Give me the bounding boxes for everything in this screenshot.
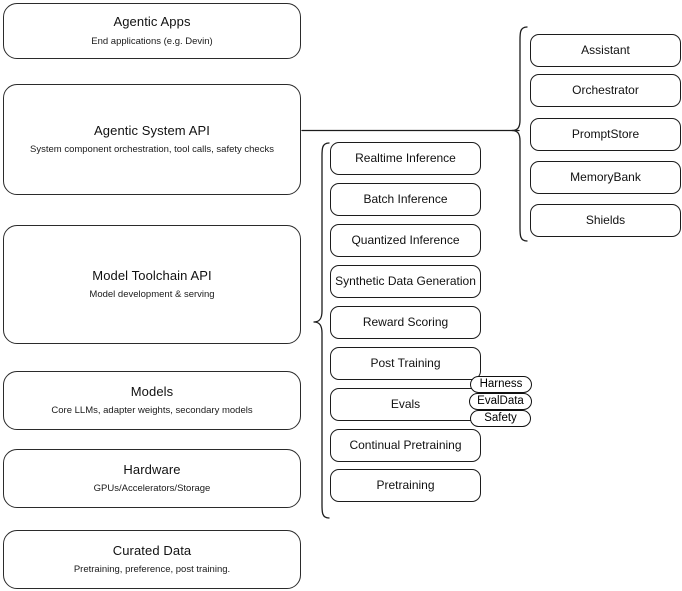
layer-title: Hardware <box>123 461 181 477</box>
component-card-shields[interactable]: Shields <box>530 204 681 237</box>
capability-label: Evals <box>390 397 421 411</box>
component-label: Assistant <box>581 43 630 57</box>
component-card-memorybank[interactable]: MemoryBank <box>530 161 681 194</box>
layer-card-hardware[interactable]: Hardware GPUs/Accelerators/Storage <box>3 449 301 508</box>
layer-card-agentic-system-api[interactable]: Agentic System API System component orch… <box>3 84 301 195</box>
layer-subtitle: Core LLMs, adapter weights, secondary mo… <box>51 405 253 417</box>
eval-chip-label: EvalData <box>477 395 524 408</box>
capability-card-quantized-inference[interactable]: Quantized Inference <box>330 224 481 257</box>
capability-label: Synthetic Data Generation <box>335 274 476 288</box>
capability-card-evals[interactable]: Evals <box>330 388 481 421</box>
capability-label: Continual Pretraining <box>349 438 462 452</box>
component-label: Orchestrator <box>572 83 639 97</box>
capability-label: Batch Inference <box>363 192 448 206</box>
layer-card-agentic-apps[interactable]: Agentic Apps End applications (e.g. Devi… <box>3 3 301 59</box>
eval-chip-label: Harness <box>479 378 523 391</box>
capability-card-pretraining[interactable]: Pretraining <box>330 469 481 502</box>
capability-card-reward-scoring[interactable]: Reward Scoring <box>330 306 481 339</box>
component-card-assistant[interactable]: Assistant <box>530 34 681 67</box>
layer-title: Curated Data <box>112 542 192 558</box>
capability-label: Realtime Inference <box>355 151 456 165</box>
layer-title: Model Toolchain API <box>92 267 212 283</box>
eval-chip-label: Safety <box>484 412 517 425</box>
capability-card-continual-pretraining[interactable]: Continual Pretraining <box>330 429 481 462</box>
capability-label: Pretraining <box>376 478 435 492</box>
layer-subtitle: Model development & serving <box>89 289 215 301</box>
layer-title: Models <box>130 383 174 399</box>
layer-subtitle: End applications (e.g. Devin) <box>91 35 213 47</box>
capability-card-synthetic-data-generation[interactable]: Synthetic Data Generation <box>330 265 481 298</box>
component-card-orchestrator[interactable]: Orchestrator <box>530 74 681 107</box>
eval-chip-safety[interactable]: Safety <box>470 410 531 427</box>
capability-label: Post Training <box>370 356 441 370</box>
capability-card-realtime-inference[interactable]: Realtime Inference <box>330 142 481 175</box>
component-label: Shields <box>585 213 626 227</box>
layer-subtitle: Pretraining, preference, post training. <box>73 564 231 576</box>
brace-right-group <box>511 26 528 242</box>
component-label: PromptStore <box>571 127 640 141</box>
layer-card-models[interactable]: Models Core LLMs, adapter weights, secon… <box>3 371 301 430</box>
capability-card-post-training[interactable]: Post Training <box>330 347 481 380</box>
layer-title: Agentic System API <box>94 122 210 138</box>
layer-card-curated-data[interactable]: Curated Data Pretraining, preference, po… <box>3 530 301 589</box>
brace-middle-group <box>313 142 330 519</box>
component-card-promptstore[interactable]: PromptStore <box>530 118 681 151</box>
layer-subtitle: GPUs/Accelerators/Storage <box>93 483 211 495</box>
eval-chip-evaldata[interactable]: EvalData <box>469 393 532 410</box>
layer-subtitle: System component orchestration, tool cal… <box>30 144 274 156</box>
capability-card-batch-inference[interactable]: Batch Inference <box>330 183 481 216</box>
capability-label: Reward Scoring <box>362 315 449 329</box>
layer-title: Agentic Apps <box>113 14 191 30</box>
capability-label: Quantized Inference <box>351 233 460 247</box>
eval-chip-harness[interactable]: Harness <box>470 376 532 393</box>
component-label: MemoryBank <box>570 170 641 184</box>
layer-card-model-toolchain-api[interactable]: Model Toolchain API Model development & … <box>3 225 301 344</box>
